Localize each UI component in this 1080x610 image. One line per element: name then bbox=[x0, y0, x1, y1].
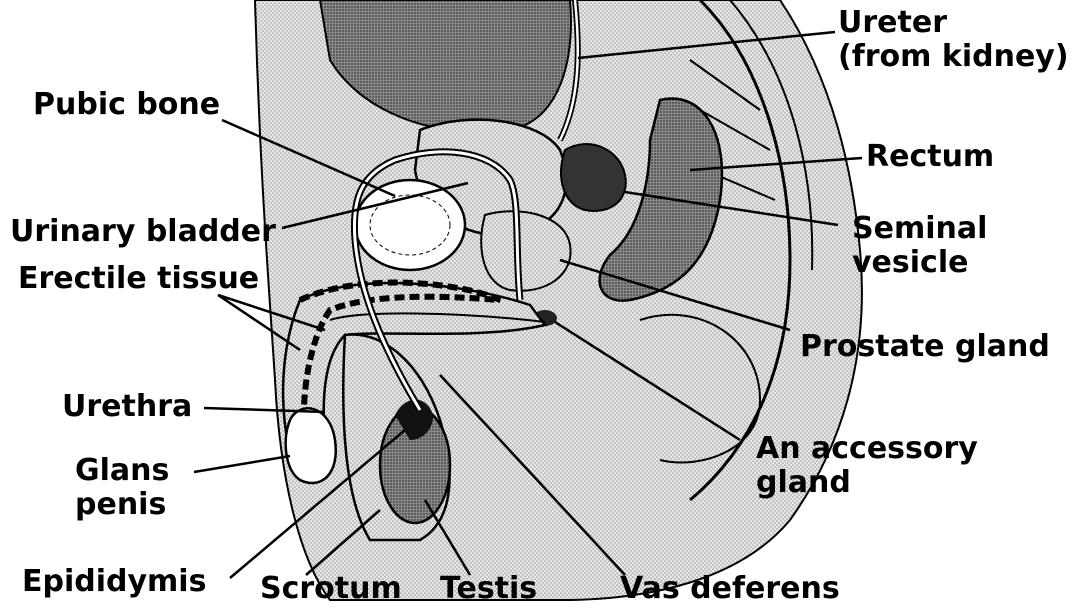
label-seminal-vesicle: Seminal vesicle bbox=[852, 212, 987, 280]
label-glans-penis: Glans penis bbox=[75, 454, 169, 522]
label-urethra: Urethra bbox=[62, 390, 192, 424]
prostate-gland-shape bbox=[481, 211, 570, 291]
pubic-bone-shape bbox=[355, 180, 465, 270]
label-erectile-tissue: Erectile tissue bbox=[18, 262, 259, 296]
label-vas-deferens: Vas deferens bbox=[620, 572, 840, 606]
label-prostate-gland: Prostate gland bbox=[800, 330, 1050, 364]
leader-glans-penis bbox=[194, 456, 290, 472]
label-urinary-bladder: Urinary bladder bbox=[10, 215, 276, 249]
label-scrotum: Scrotum bbox=[260, 572, 402, 606]
label-ureter: Ureter (from kidney) bbox=[838, 6, 1069, 74]
glans-penis-shape bbox=[286, 408, 336, 483]
label-epididymis: Epididymis bbox=[22, 565, 206, 599]
label-rectum: Rectum bbox=[866, 140, 994, 174]
label-pubic-bone: Pubic bone bbox=[33, 88, 220, 122]
label-accessory-gland: An accessory gland bbox=[756, 432, 978, 500]
label-testis: Testis bbox=[440, 572, 537, 606]
